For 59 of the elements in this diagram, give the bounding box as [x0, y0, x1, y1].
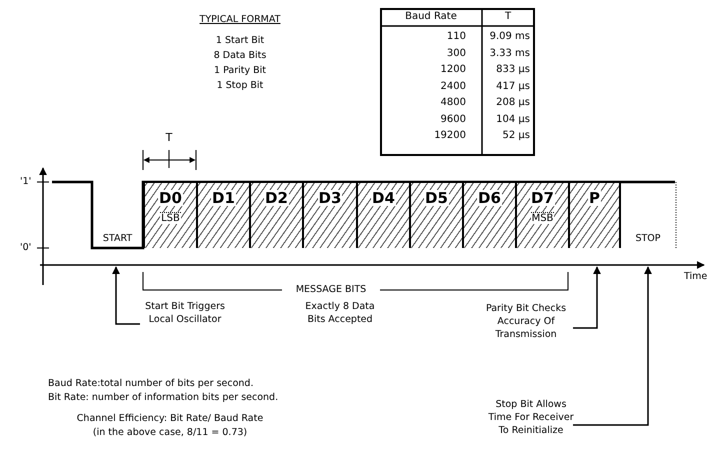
table-cell: 1200	[440, 64, 466, 75]
formula-text: (in the above case, 8/11 = 0.73)	[92, 427, 248, 438]
table-cell: 110	[446, 31, 466, 42]
bit-label: D5	[424, 190, 449, 206]
format-heading: TYPICAL FORMAT	[200, 14, 280, 25]
leader-arrow	[573, 266, 652, 426]
bit-label: D4	[371, 190, 396, 206]
level-label: '1'	[20, 176, 32, 187]
bit-label: D3	[318, 190, 342, 206]
bit-cell	[249, 183, 302, 248]
callout-text: Exactly 8 Data Bits Accepted	[300, 300, 380, 326]
leader-arrow	[573, 266, 601, 329]
table-cell: 9.09 ms	[490, 31, 530, 42]
table-cell: 19200	[434, 130, 466, 141]
bit-label: D7	[530, 190, 555, 206]
bit-label: D6	[477, 190, 502, 206]
callout-text: Start Bit Triggers Local Oscillator	[140, 300, 230, 326]
format-item: 1 Stop Bit	[216, 80, 264, 91]
table-cell: 3.33 ms	[490, 48, 530, 58]
bit-cell	[356, 183, 409, 248]
table-cell: 52 µs	[502, 130, 530, 141]
bit-cell	[409, 183, 462, 248]
column-header: T	[504, 11, 512, 22]
bit-order-label: MSB	[530, 212, 554, 224]
callout-text: Parity Bit Checks Accuracy Of Transmission	[483, 302, 569, 341]
bit-cell	[568, 183, 621, 248]
callout-text: Stop Bit Allows Time For Receiver To Reinitialize	[483, 398, 579, 437]
table-cell: 208 µs	[496, 97, 530, 108]
bit-cell	[143, 183, 196, 248]
bit-order-label: LSB	[160, 212, 181, 224]
definition-text: Baud Rate:total number of bits per second.	[48, 378, 254, 389]
bit-label: STOP	[635, 233, 661, 244]
bit-cell	[462, 183, 515, 248]
table-cell: 4800	[440, 97, 466, 108]
bit-cell	[302, 183, 356, 248]
bit-cell	[515, 183, 568, 248]
table-cell: 417 µs	[496, 80, 530, 92]
format-item: 1 Start Bit	[216, 35, 264, 46]
table-cell: 833 µs	[496, 64, 530, 75]
dimension-label: T	[166, 131, 172, 144]
column-header: Baud Rate	[405, 11, 457, 22]
table-cell: 9600	[440, 114, 466, 124]
bit-label: D1	[211, 190, 236, 206]
bit-label: P	[588, 190, 601, 206]
table-cell: 104 µs	[496, 114, 530, 124]
bit-label: D2	[264, 190, 289, 206]
level-label: '0'	[20, 242, 32, 253]
bit-label: D0	[158, 190, 183, 206]
bit-cell	[196, 183, 249, 248]
definition-text: Bit Rate: number of information bits per second.	[48, 392, 278, 403]
bracket-label: MESSAGE BITS	[296, 284, 366, 295]
table-cell: 300	[446, 48, 466, 58]
formula-text: Channel Efficiency: Bit Rate/ Baud Rate	[76, 413, 264, 424]
axis-label: Time	[684, 271, 708, 282]
leader-arrow	[112, 266, 140, 325]
format-item: 1 Parity Bit	[214, 65, 266, 76]
bit-label: START	[102, 233, 132, 244]
format-item: 8 Data Bits	[214, 50, 266, 61]
table-cell: 2400	[440, 80, 466, 92]
